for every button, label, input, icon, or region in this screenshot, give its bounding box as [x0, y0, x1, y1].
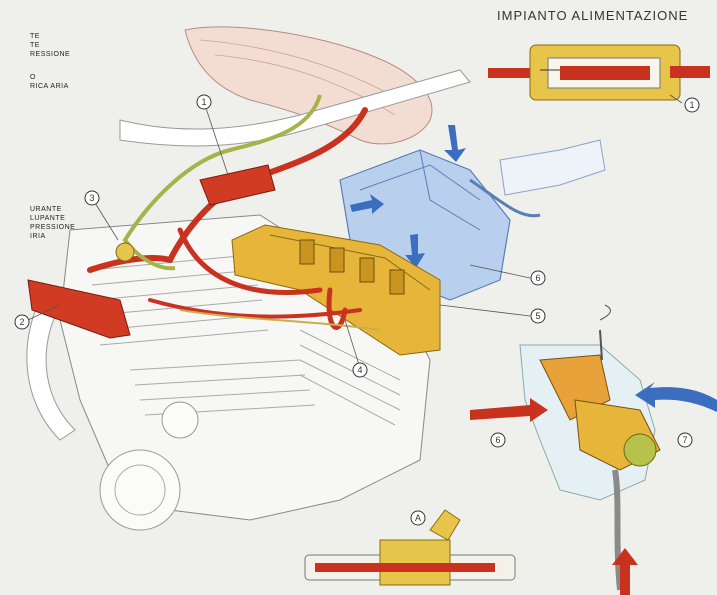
legend-line: URANTE — [30, 206, 62, 213]
svg-text:1: 1 — [689, 100, 694, 110]
callout-3: 3 — [84, 190, 100, 206]
injector-bottom-detail — [304, 509, 516, 586]
legend-line: LUPANTE — [30, 215, 66, 222]
callout-6-inset: 6 — [490, 432, 506, 448]
fuel-rail — [231, 224, 441, 356]
legend-line: IRIA — [30, 233, 46, 240]
callout-5: 5 — [530, 308, 546, 324]
svg-text:3: 3 — [89, 193, 94, 203]
air-arrow — [444, 125, 466, 162]
air-flow-arrow — [635, 382, 717, 412]
diagram-title: IMPIANTO ALIMENTAZIONE — [497, 8, 689, 23]
svg-text:7: 7 — [682, 435, 687, 445]
legend-line: O — [30, 74, 36, 81]
legend-top: TE TE RESSIONE O RICA ARIA — [30, 32, 70, 91]
svg-text:5: 5 — [535, 311, 540, 321]
fuel-return-line — [122, 94, 322, 271]
svg-text:1: 1 — [201, 97, 206, 107]
svg-text:6: 6 — [495, 435, 500, 445]
callout-1-inset: 1 — [684, 97, 700, 113]
fuel-flow-arrow — [470, 398, 548, 422]
legend-middle: URANTE LUPANTE PRESSIONE IRIA — [30, 205, 75, 241]
legend-line: PRESSIONE — [30, 224, 76, 231]
fuel-pump — [199, 164, 276, 206]
fuel-inlet-arrow — [612, 548, 638, 595]
svg-text:A: A — [415, 513, 421, 523]
frame-tube — [119, 69, 471, 147]
legend-line: TE — [30, 42, 40, 49]
svg-text:4: 4 — [357, 365, 362, 375]
fuel-tank — [184, 26, 433, 145]
callout-7: 7 — [677, 432, 693, 448]
injector-detail — [488, 44, 710, 101]
air-arrow — [350, 194, 384, 214]
legend-line: RESSIONE — [30, 51, 71, 58]
callout-4: 4 — [352, 362, 368, 378]
callout-a: A — [410, 510, 426, 526]
callout-6-main: 6 — [530, 270, 546, 286]
svg-text:2: 2 — [19, 317, 24, 327]
callout-1-top: 1 — [196, 94, 212, 110]
air-arrow — [405, 234, 425, 268]
throttle-body-detail — [519, 304, 661, 591]
legend-line — [30, 59, 70, 73]
fuel-filter — [27, 279, 131, 339]
legend-line: TE — [30, 33, 40, 40]
callout-2: 2 — [14, 314, 30, 330]
legend-line: RICA ARIA — [30, 83, 69, 90]
svg-text:6: 6 — [535, 273, 540, 283]
